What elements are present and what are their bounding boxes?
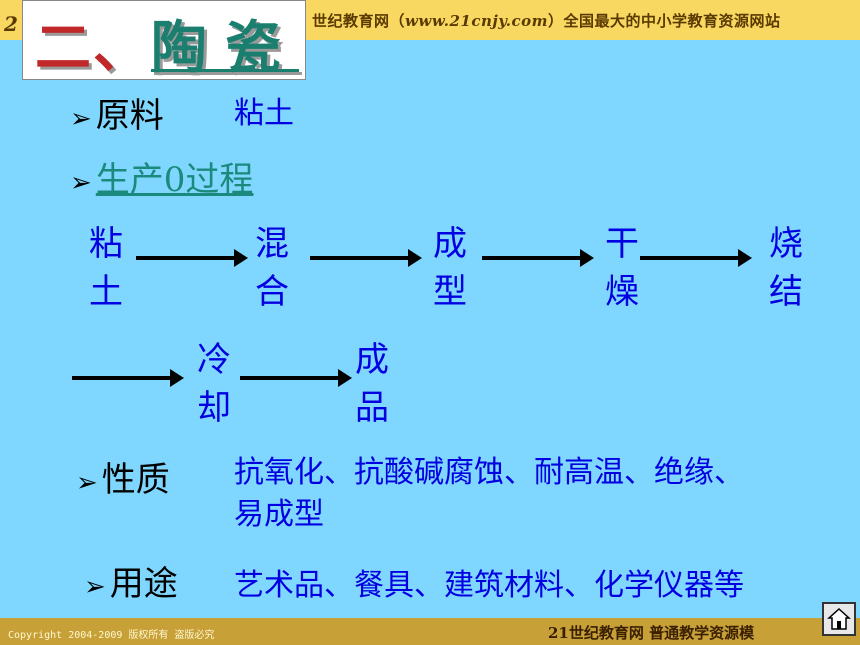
raw-material-item: ➢原料 <box>70 88 164 137</box>
home-button[interactable] <box>822 602 856 636</box>
arrow-bullet-icon: ➢ <box>84 572 106 602</box>
title-subject[interactable]: 陶瓷 <box>151 15 299 81</box>
step-cool: 冷却 <box>197 340 231 428</box>
page-title: 二、陶瓷 <box>35 15 299 81</box>
footer-bar: Copyright 2004-2009 版权所有 盗版必究 21世纪教育网 普通… <box>0 618 860 645</box>
flow-arrow <box>640 249 752 267</box>
arrow-bullet-icon: ➢ <box>76 468 98 498</box>
uses-label: 用途 <box>109 564 178 604</box>
flow-arrow <box>72 369 184 387</box>
arrow-bullet-icon: ➢ <box>70 104 92 134</box>
uses-value: 艺术品、餐具、建筑材料、化学仪器等 <box>234 568 744 603</box>
footer-site-text: 21世纪教育网 普通教学资源模 <box>548 624 755 642</box>
properties-item: ➢性质 <box>76 452 170 501</box>
properties-value: 抗氧化、抗酸碱腐蚀、耐高温、绝缘、 易成型 <box>234 455 744 532</box>
step-shape: 成型 <box>433 224 467 312</box>
uses-item: ➢用途 <box>84 556 178 605</box>
copyright-text: Copyright 2004-2009 版权所有 盗版必究 <box>8 630 215 641</box>
title-box: 二、陶瓷 <box>22 0 306 81</box>
step-clay: 粘土 <box>89 224 123 312</box>
step-mix: 混合 <box>255 224 289 312</box>
flow-arrow <box>240 369 352 387</box>
banner-url[interactable]: www.21cnjy.com <box>405 12 549 30</box>
flow-arrow <box>310 249 422 267</box>
arrow-bullet-icon: ➢ <box>70 168 92 198</box>
home-icon <box>827 607 851 630</box>
process-link[interactable]: 生产0过程 <box>95 160 254 200</box>
site-logo: 2 <box>4 12 18 36</box>
flow-arrow <box>136 249 248 267</box>
step-product: 成品 <box>355 340 389 428</box>
flow-arrow <box>482 249 594 267</box>
raw-material-value: 粘土 <box>234 96 294 131</box>
properties-label: 性质 <box>101 460 170 500</box>
step-sinter: 烧结 <box>769 224 803 312</box>
process-item: ➢生产0过程 <box>70 152 253 201</box>
raw-material-label: 原料 <box>95 96 164 136</box>
step-dry: 干燥 <box>605 224 639 312</box>
banner-text: 世纪教育网（www.21cnjy.com）全国最大的中小学教育资源网站 <box>312 12 781 30</box>
